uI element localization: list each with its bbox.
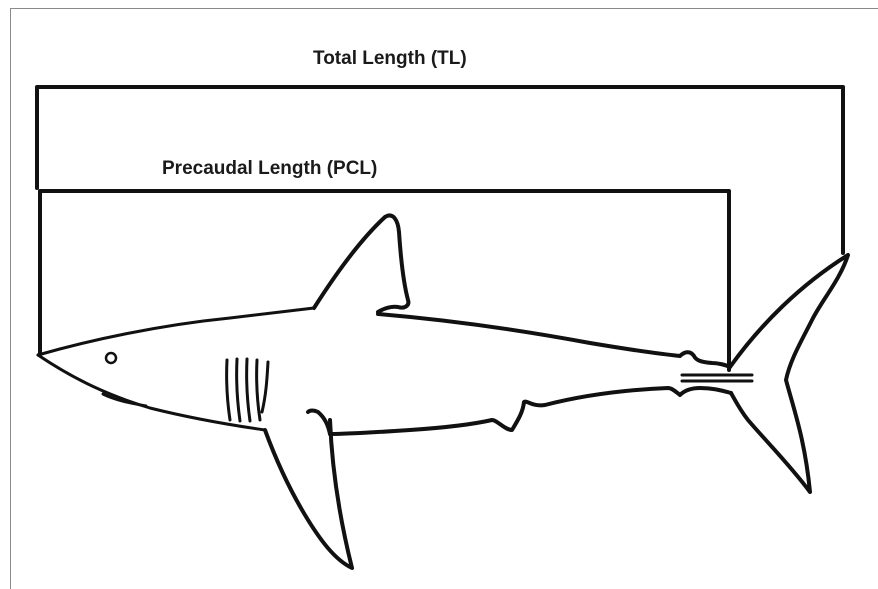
- shark-back-front: [38, 308, 314, 355]
- precaudal-length-label: Precaudal Length (PCL): [162, 158, 377, 180]
- shark-mouth: [103, 394, 146, 406]
- dorsal-fin: [314, 215, 408, 312]
- total-length-label: Total Length (TL): [313, 48, 467, 70]
- gill-slits: [227, 359, 268, 421]
- shark-belly-rear: [330, 388, 731, 434]
- shark-back-rear: [378, 314, 730, 367]
- total-length-bracket: [37, 87, 843, 253]
- shark-outline: [38, 215, 848, 568]
- shark-eye: [106, 353, 116, 363]
